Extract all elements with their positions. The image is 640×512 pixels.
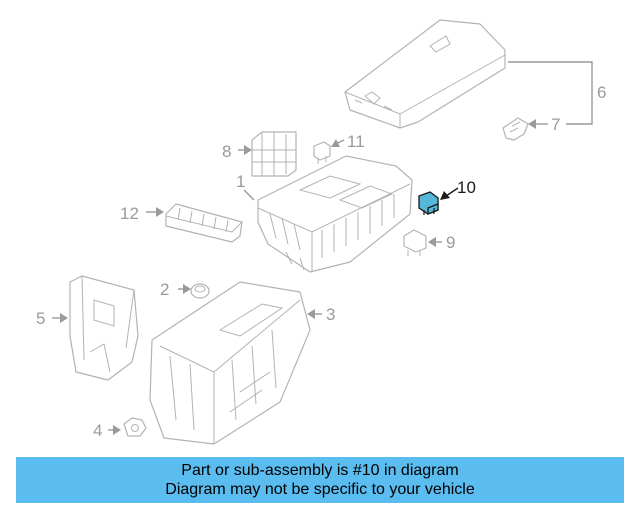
parts-diagram: 6 7 8 11 1 10 xyxy=(36,19,606,445)
callout-1: 1 xyxy=(236,172,245,191)
callout-2: 2 xyxy=(160,280,169,299)
callout-8: 8 xyxy=(222,142,231,161)
callout-4: 4 xyxy=(93,421,102,440)
part-4-nut xyxy=(123,417,147,437)
part-6-cover xyxy=(344,19,506,129)
part-9-relay xyxy=(403,229,427,256)
part-7-clip xyxy=(502,117,529,141)
callout-12: 12 xyxy=(120,204,139,223)
part-8-relay-block xyxy=(251,131,297,177)
callout-7: 7 xyxy=(551,115,560,134)
banner-line-2: Diagram may not be specific to your vehi… xyxy=(165,481,475,498)
part-11-fuse xyxy=(313,141,331,164)
callout-5: 5 xyxy=(36,309,45,328)
callout-3: 3 xyxy=(326,305,335,324)
part-1-fuse-block xyxy=(257,155,413,273)
banner-line-1: Part or sub-assembly is #10 in diagram xyxy=(181,462,459,479)
info-banner: Part or sub-assembly is #10 in diagram D… xyxy=(16,457,624,503)
callout-10: 10 xyxy=(457,178,476,197)
part-10-fuse-highlighted xyxy=(418,191,439,215)
part-12-fuse-strip xyxy=(165,203,243,243)
part-3-lower-housing xyxy=(149,281,311,445)
part-5-bracket xyxy=(69,275,139,381)
callout-6: 6 xyxy=(597,83,606,102)
callout-11: 11 xyxy=(347,132,365,151)
callout-9: 9 xyxy=(446,233,455,252)
part-2-grommet xyxy=(190,283,210,299)
